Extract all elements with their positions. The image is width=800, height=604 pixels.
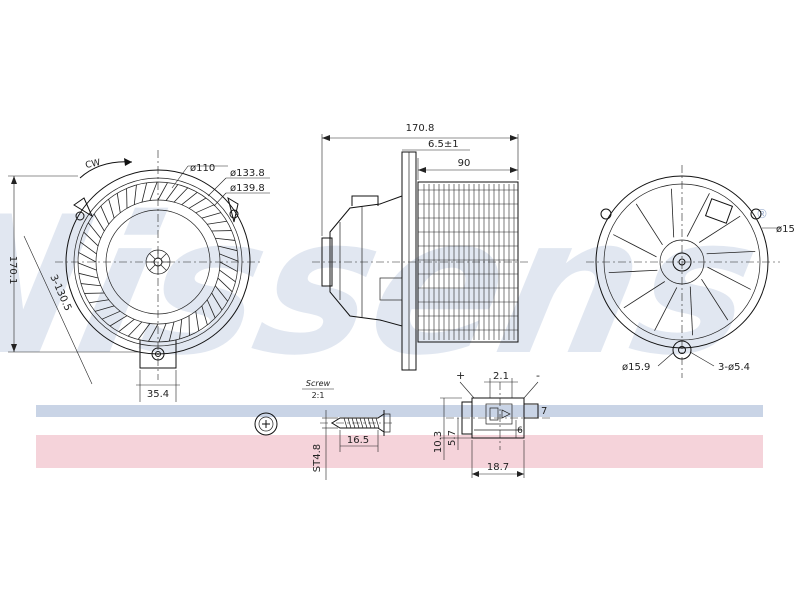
dim-rear-d15: ø15	[776, 224, 795, 235]
screw-title: Screw	[306, 379, 331, 388]
dim-d133: ø133.8	[230, 168, 265, 179]
watermark-pink-stripe	[36, 435, 763, 468]
dim-d139: ø139.8	[230, 183, 265, 194]
dim-total-length: 170.8	[406, 123, 435, 134]
dim-height-1: 10.3	[433, 431, 444, 453]
dim-pitch: 2.1	[493, 371, 509, 382]
watermark-blue-stripe	[36, 405, 763, 417]
dim-d110: ø110	[190, 163, 215, 174]
screw-qty: 2:1	[312, 391, 325, 400]
dim-screw-length: 16.5	[347, 435, 369, 446]
rotation-label: CW	[85, 158, 102, 171]
dim-screw-thread: ST4.8	[312, 444, 323, 472]
dim-offset: 6.5±1	[428, 139, 459, 150]
dim-pin-width: 6	[517, 426, 523, 436]
dim-boss-d159: ø15.9	[622, 362, 650, 373]
dim-holes: 3-ø5.4	[718, 362, 750, 373]
terminal-plus: +	[456, 369, 465, 382]
dim-height: 170.1	[7, 256, 18, 285]
dim-wheel-length: 90	[458, 158, 471, 169]
terminal-minus: -	[536, 369, 540, 382]
dim-pin-height: 7	[541, 406, 547, 417]
dim-connector-width: 18.7	[487, 462, 509, 473]
dim-tab-width: 35.4	[147, 389, 169, 400]
dim-height-2: 5.7	[447, 430, 458, 446]
